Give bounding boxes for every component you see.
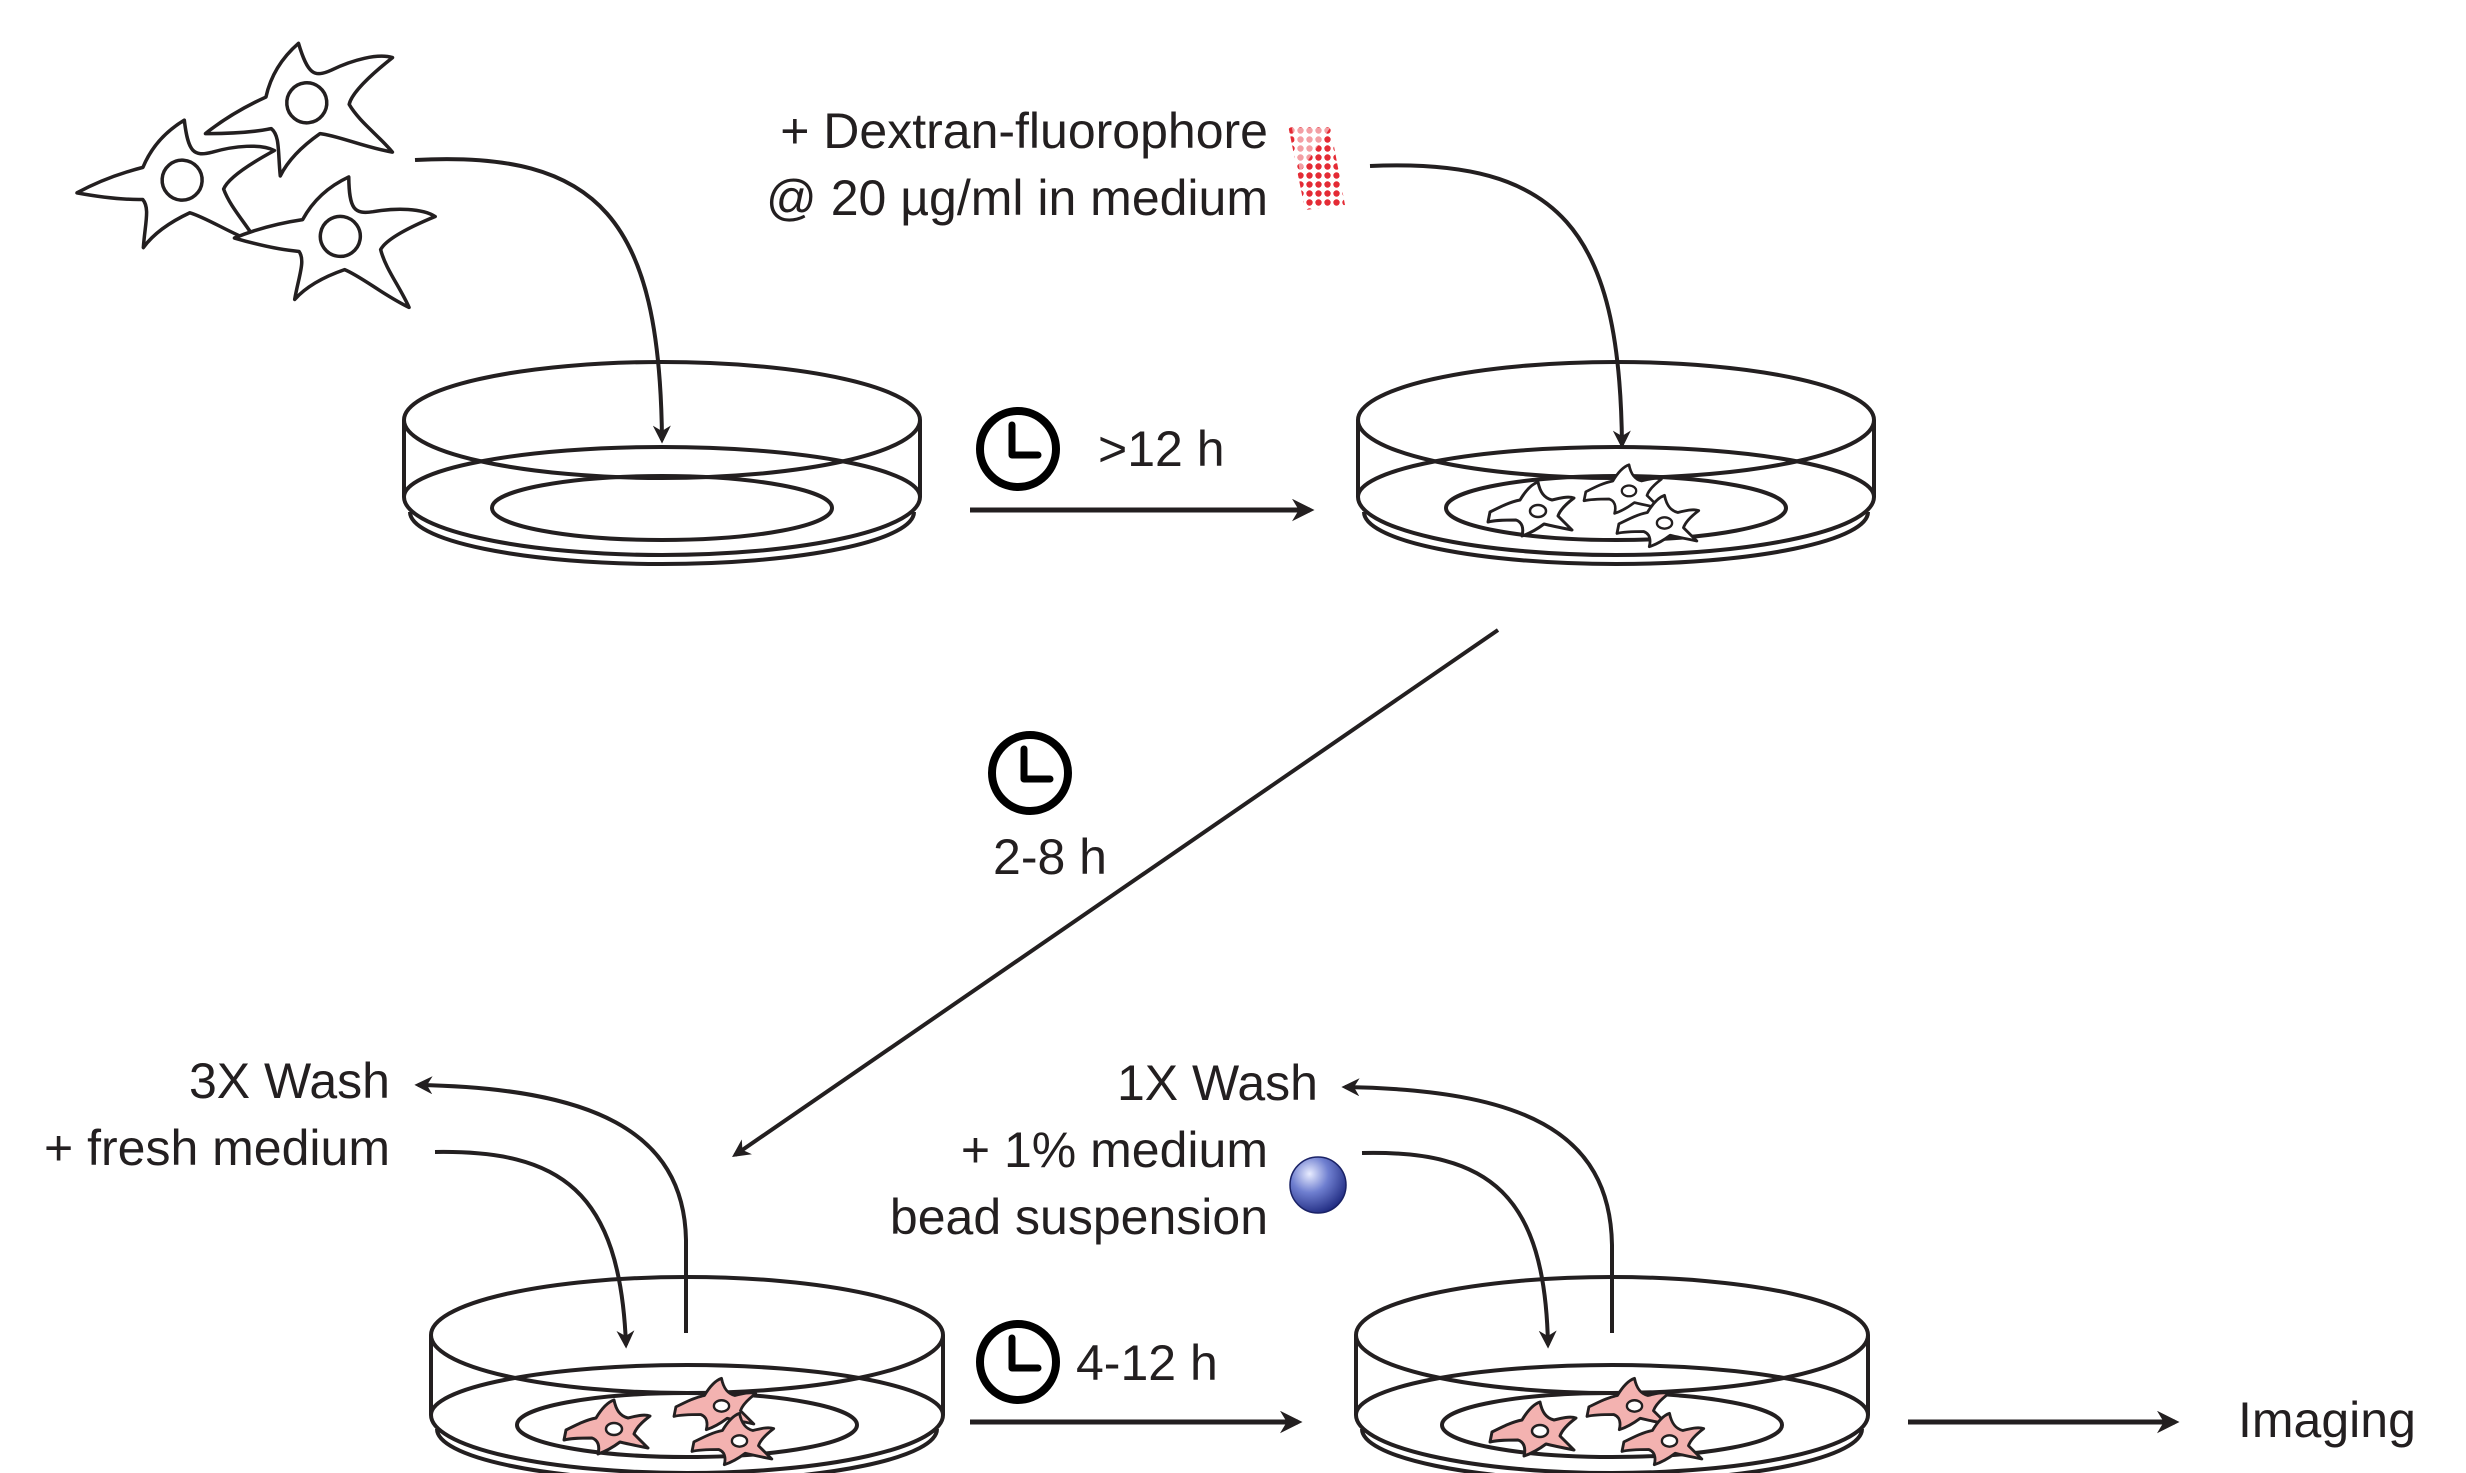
culture-dish-1: [402, 360, 922, 566]
wash-1x-label: 1X Wash: [1117, 1055, 1318, 1111]
dextran-concentration-label: @ 20 µg/ml in medium: [766, 170, 1268, 226]
clock-icon: [976, 1320, 1060, 1404]
bead-suspension-label: bead suspension: [890, 1189, 1268, 1245]
clock-icon: [976, 407, 1060, 491]
fresh-medium-label: + fresh medium: [44, 1120, 390, 1176]
dextran-dots-icon: [1288, 125, 1345, 210]
clock-icon: [988, 731, 1072, 815]
medium-1pct-label: + 1% medium: [961, 1122, 1268, 1178]
imaging-label: Imaging: [2238, 1392, 2416, 1448]
cell-cluster-icon: [71, 31, 442, 323]
arrow-cells-to-dish: [414, 157, 671, 444]
arrow-medium-in-3: [434, 1149, 635, 1349]
arrow-wash-out-3: [414, 1076, 688, 1333]
culture-dish-2: [1356, 360, 1876, 566]
incubation-time-1: >12 h: [1098, 421, 1225, 477]
incubation-time-3: 4-12 h: [1076, 1335, 1218, 1391]
arrow-dish2-to-dish3: [732, 628, 1500, 1158]
arrow-dextran-to-dish: [1369, 163, 1631, 449]
dextran-label: + Dextran-fluorophore: [780, 103, 1268, 159]
arrow-wash-out-4: [1341, 1078, 1614, 1333]
bead-icon: [1289, 1156, 1347, 1214]
arrow-beads-in-4: [1361, 1150, 1557, 1349]
wash-3x-label: 3X Wash: [189, 1053, 390, 1109]
incubation-time-2: 2-8 h: [993, 829, 1107, 885]
